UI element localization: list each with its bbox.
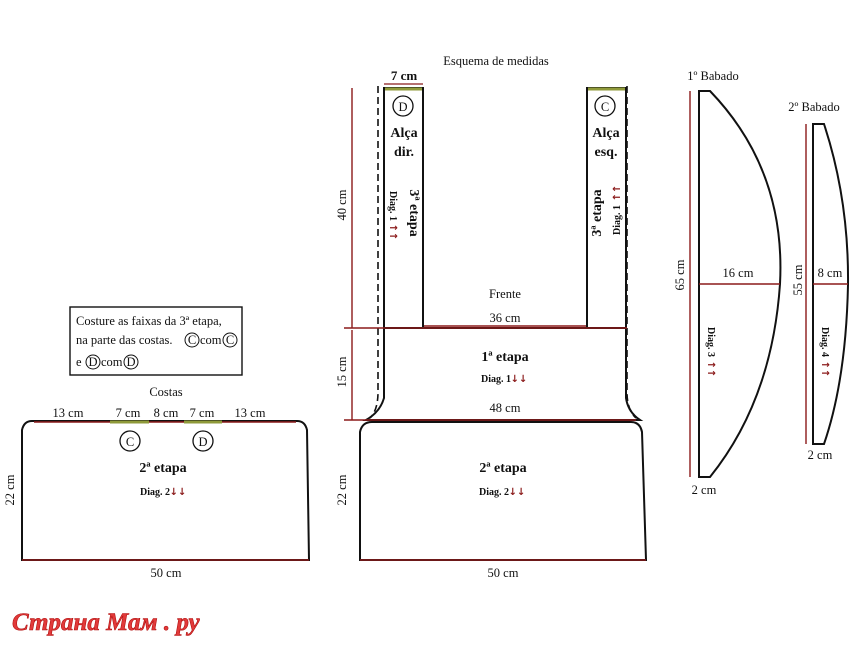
back-width: 50 cm: [151, 566, 182, 580]
left-strap-diag-arrows: ↑↑: [387, 224, 398, 241]
back-measure-1: 13 cm: [53, 406, 84, 420]
ruffle-2-label: 2º Babado: [788, 100, 839, 114]
bodice-diag-arrows: ↓↓: [511, 374, 528, 385]
front-piece: 7 cm D Alça dir. 3ª etapa Diag. 1 ↑↑ C A…: [335, 68, 648, 580]
bodice-diag: Diag. 1: [481, 374, 511, 385]
right-strap-diag-arrows: ↑↑: [612, 185, 623, 202]
back-diag-arrows: ↓↓: [170, 487, 187, 498]
note-line-2-with: com: [200, 333, 222, 347]
strap-height-label: 40 cm: [335, 189, 349, 220]
right-strap-marker-circle: [594, 95, 616, 117]
back-measure-4: 7 cm: [190, 406, 215, 420]
right-strap-name-1: Alça: [592, 126, 619, 141]
ruffle-1-diag: Diag. 3: [705, 327, 716, 357]
instruction-note: Costure as faixas da 3ª etapa, na parte …: [69, 306, 243, 376]
right-strap-name-2: esq.: [595, 145, 618, 160]
note-c-letter-2: C: [226, 333, 234, 347]
right-strap-diag: Diag. 1: [612, 205, 623, 235]
bodice-height-label: 15 cm: [335, 356, 349, 387]
back-outline: [21, 420, 311, 561]
back-marker-c: C: [126, 435, 134, 449]
note-c-circle-2: [222, 332, 238, 348]
back-height: 22 cm: [3, 474, 17, 505]
ruffle-1-width: 16 cm: [723, 266, 754, 280]
back-diag: Diag. 2: [140, 487, 170, 498]
strap-width-label: 7 cm: [391, 68, 418, 83]
bodice-etapa: 1ª etapa: [481, 350, 528, 365]
left-strap-marker-circle: [392, 95, 414, 117]
ruffle-2-diag-arrows: ↑↑: [819, 361, 830, 378]
front-left-dashed: [369, 86, 379, 419]
left-strap-name-2: dir.: [394, 145, 414, 160]
note-d-letter-1: D: [88, 355, 97, 369]
ruffle-1: 1º Babado 65 cm 16 cm 2 cm Diag. 3 ↑↑: [673, 69, 782, 497]
waist-width-label: 48 cm: [490, 401, 521, 415]
note-frame: [69, 306, 243, 376]
note-line-2: na parte das costas.: [76, 333, 173, 347]
skirt-outline: [359, 421, 648, 561]
note-d-circle-1: [85, 354, 101, 370]
ruffle-2-width: 8 cm: [818, 266, 843, 280]
ruffle-1-diag-arrows: ↑↑: [705, 361, 716, 378]
left-strap-diag: Diag. 1: [387, 191, 398, 221]
left-strap-name-1: Alça: [390, 126, 417, 141]
back-marker-d: D: [198, 435, 207, 449]
back-piece: Costas 13 cm 7 cm 8 cm 7 cm 13 cm C D 2ª…: [3, 385, 311, 580]
ruffle-1-label: 1º Babado: [687, 69, 738, 83]
ruffle-2-length: 55 cm: [791, 264, 805, 295]
note-c-circle-1: [184, 332, 200, 348]
ruffle-2-end: 2 cm: [808, 448, 833, 462]
bodice-width-label: 36 cm: [490, 311, 521, 325]
left-strap-etapa: 3ª etapa: [406, 189, 421, 236]
right-strap-etapa: 3ª etapa: [590, 189, 605, 236]
site-watermark: Страна Мам . ру: [12, 609, 201, 636]
note-d-letter-2: D: [126, 355, 135, 369]
back-marker-d-circle: [192, 430, 214, 452]
back-measure-2: 7 cm: [116, 406, 141, 420]
skirt-diag: Diag. 2: [479, 487, 509, 498]
note-c-letter-1: C: [188, 333, 196, 347]
back-etapa: 2ª etapa: [139, 461, 186, 476]
ruffle-2-outline: [812, 123, 850, 445]
ruffle-2-diag: Diag. 4: [819, 327, 830, 357]
front-right-dashed: [626, 86, 637, 419]
left-strap-marker: D: [398, 100, 407, 114]
note-line-3-and: e: [76, 355, 82, 369]
note-line-1: Costure as faixas da 3ª etapa,: [76, 314, 222, 328]
back-measure-3: 8 cm: [154, 406, 179, 420]
ruffle-1-length: 65 cm: [673, 259, 687, 290]
front-label: Frente: [489, 287, 521, 301]
diagram-title: Esquema de medidas: [443, 54, 549, 68]
note-line-3-with: com: [101, 355, 123, 369]
note-d-circle-2: [123, 354, 139, 370]
bodice-outline: [362, 327, 644, 421]
skirt-etapa: 2ª etapa: [479, 461, 526, 476]
skirt-height-label: 22 cm: [335, 474, 349, 505]
skirt-diag-arrows: ↓↓: [509, 487, 526, 498]
ruffle-1-end: 2 cm: [692, 483, 717, 497]
right-strap-marker: C: [601, 100, 609, 114]
back-marker-c-circle: [119, 430, 141, 452]
skirt-width-label: 50 cm: [488, 566, 519, 580]
ruffle-2: 2º Babado 55 cm 8 cm 2 cm Diag. 4 ↑↑: [788, 100, 850, 462]
back-measure-5: 13 cm: [235, 406, 266, 420]
back-label: Costas: [149, 385, 182, 399]
